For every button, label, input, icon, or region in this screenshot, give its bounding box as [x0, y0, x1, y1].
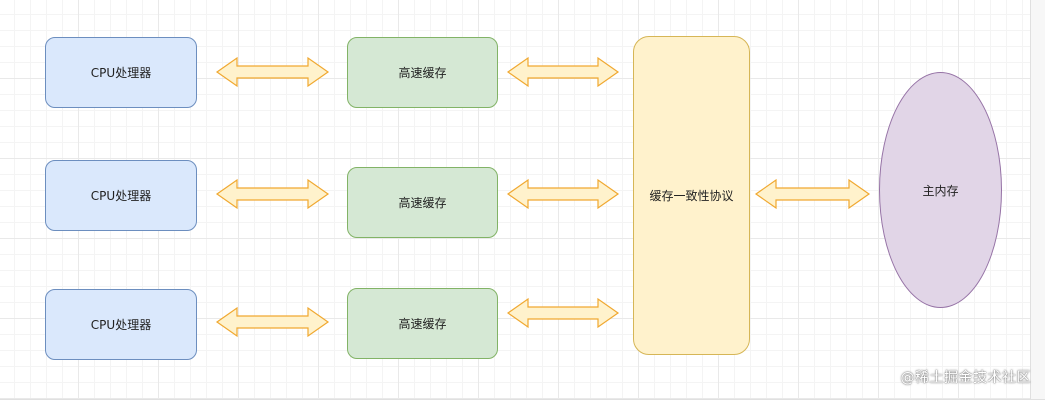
double-arrow-cache2-protocol: [506, 178, 620, 210]
double-arrow-cpu3-cache3: [215, 306, 330, 338]
double-arrow-cache1-protocol: [506, 56, 620, 88]
main-memory: 主内存: [879, 72, 1002, 308]
cpu-processor-label: CPU处理器: [90, 318, 152, 332]
cache-coherence-label: 缓存一致性协议: [649, 189, 734, 203]
cache-2: 高速缓存: [347, 167, 498, 238]
cpu-processor-2: CPU处理器: [45, 160, 197, 231]
cache-label: 高速缓存: [398, 66, 447, 80]
main-memory-label: 主内存: [922, 183, 959, 198]
double-arrow-cache3-protocol: [506, 297, 620, 329]
double-arrow-cpu2-cache2: [215, 178, 330, 210]
scrollbar-track: [1030, 0, 1045, 400]
cache-3: 高速缓存: [347, 288, 498, 359]
cpu-processor-3: CPU处理器: [45, 289, 197, 360]
cache-label: 高速缓存: [398, 196, 447, 210]
double-arrow-cpu1-cache1: [215, 56, 330, 88]
cache-coherence-protocol: 缓存一致性协议: [633, 36, 750, 355]
watermark-text: @稀土掘金技术社区: [900, 370, 1031, 386]
cache-1: 高速缓存: [347, 37, 498, 108]
cpu-processor-label: CPU处理器: [90, 66, 152, 80]
cpu-processor-1: CPU处理器: [45, 37, 197, 108]
double-arrow-protocol-memory: [754, 178, 871, 210]
cache-label: 高速缓存: [398, 317, 447, 331]
cpu-processor-label: CPU处理器: [90, 189, 152, 203]
